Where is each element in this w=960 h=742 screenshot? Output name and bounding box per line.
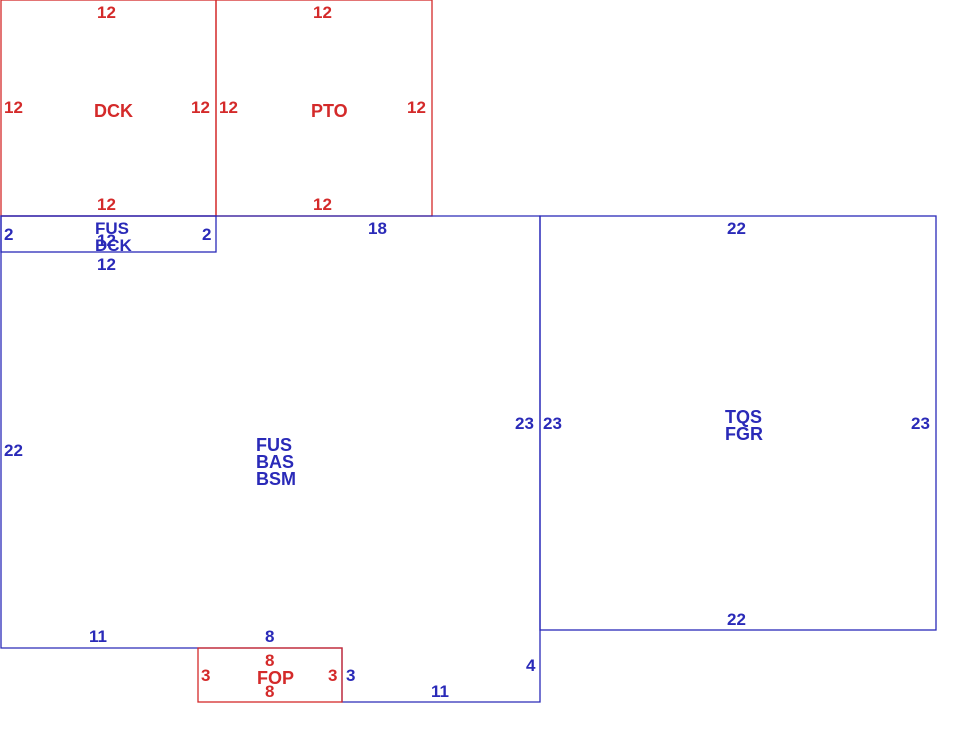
- main-step-side-dimension: 4: [526, 656, 536, 675]
- garage-bottom-dimension: 22: [727, 610, 746, 629]
- pto-bottom-dimension: 12: [313, 195, 332, 214]
- garage-label-line1: TQS: [725, 407, 762, 427]
- fus-dck-right-dimension: 2: [202, 225, 211, 244]
- dck-upper-top-dimension: 12: [97, 3, 116, 22]
- fop-top-dimension: 8: [265, 651, 274, 670]
- main-label-line2: BAS: [256, 452, 294, 472]
- fus-dck-top-dimension: 12: [97, 231, 116, 250]
- main-bottom-right-dimension: 11: [431, 682, 449, 701]
- garage-left-dimension: 23: [543, 414, 562, 433]
- garage-right-dimension: 23: [911, 414, 930, 433]
- fop-right-dimension: 3: [328, 666, 337, 685]
- fop-label: FOP: [257, 668, 294, 688]
- fus-dck-area: FUS DCK 12 2 2 12: [0, 215, 217, 274]
- fus-dck-label-line1: FUS: [95, 219, 129, 238]
- fus-dck-label-line2: DCK: [95, 236, 133, 255]
- garage-area: TQS FGR 22 23 23 22: [539, 215, 937, 631]
- main-label-line3: BSM: [256, 469, 296, 489]
- main-top-dimension: 18: [368, 219, 387, 238]
- main-label-line1: FUS: [256, 435, 292, 455]
- fus-dck-bottom-dimension: 12: [97, 255, 116, 274]
- main-left-dimension: 22: [4, 441, 23, 460]
- dck-upper-right-dimension: 12: [191, 98, 210, 117]
- pto-label: PTO: [311, 101, 348, 121]
- dck-upper-bottom-dimension: 12: [97, 195, 116, 214]
- pto-right-dimension: 12: [407, 98, 426, 117]
- pto-left-dimension: 12: [219, 98, 238, 117]
- main-right-dimension: 23: [515, 414, 534, 433]
- main-bottom-left-dimension: 11: [89, 627, 107, 646]
- fop-area: FOP 8 3 3 8: [197, 647, 343, 703]
- main-step-dimension: 3: [346, 666, 355, 685]
- pto-top-dimension: 12: [313, 3, 332, 22]
- fop-left-dimension: 3: [201, 666, 210, 685]
- pto-area: PTO 12 12 12 12: [215, 0, 433, 217]
- dck-upper-left-dimension: 12: [4, 98, 23, 117]
- dck-upper-label: DCK: [94, 101, 133, 121]
- garage-outline: [539, 215, 937, 631]
- garage-top-dimension: 22: [727, 219, 746, 238]
- fus-dck-left-dimension: 2: [4, 225, 13, 244]
- garage-label-line2: FGR: [725, 424, 763, 444]
- fop-bottom-dimension: 8: [265, 682, 274, 701]
- dck-upper-area: DCK 12 12 12 12: [0, 0, 217, 217]
- main-bottom-mid-dimension: 8: [265, 627, 274, 646]
- main-living-area: FUS BAS BSM 18 22 23 11 8 3 4 11: [0, 215, 541, 703]
- fop-outline: [197, 647, 343, 703]
